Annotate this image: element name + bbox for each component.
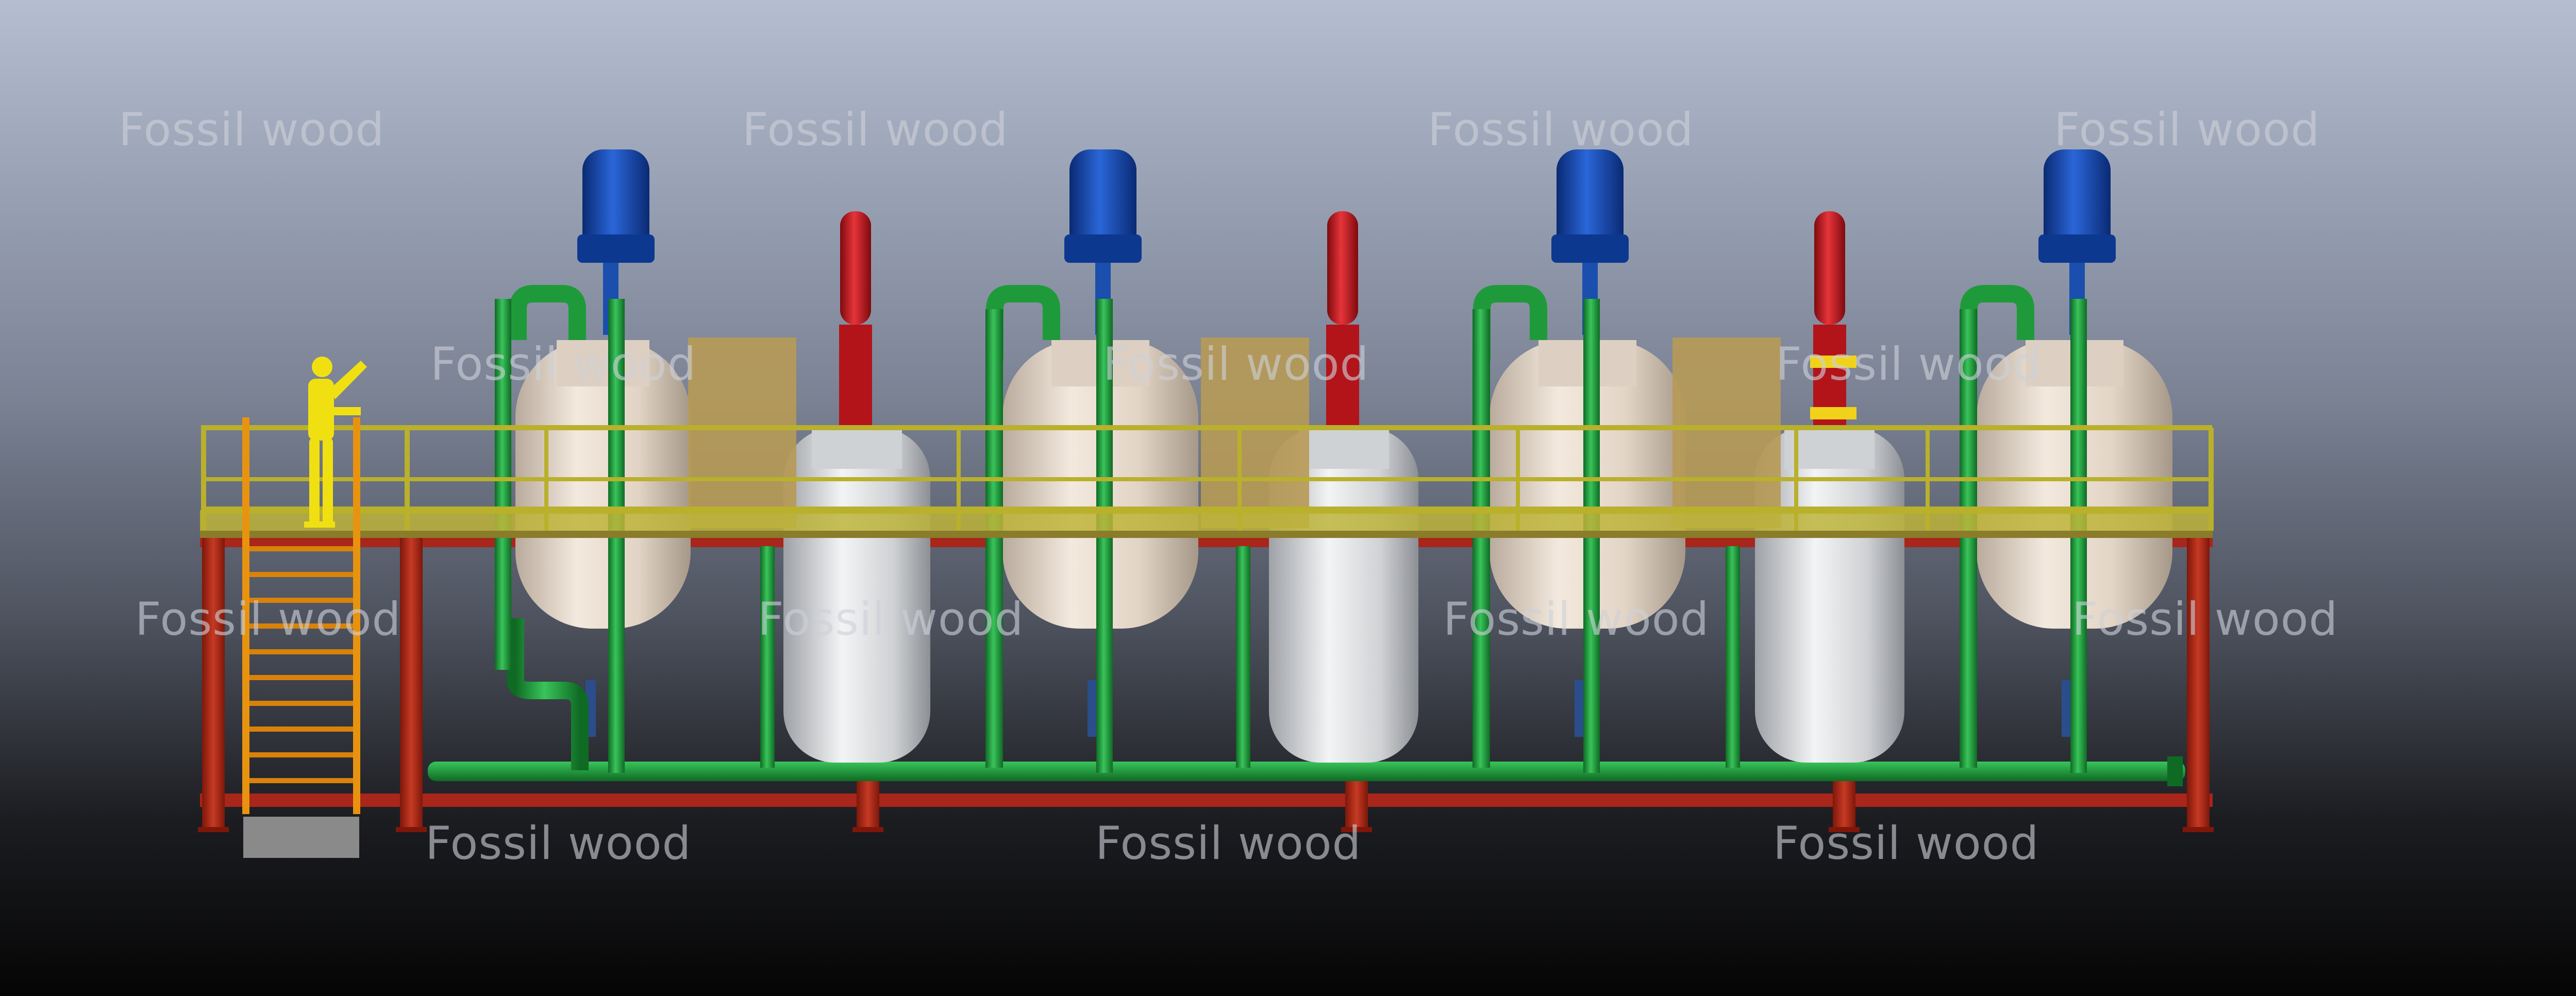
panel-1: [688, 337, 796, 528]
watermark: Fossil wood: [758, 593, 1024, 646]
worker-figure: [304, 357, 367, 528]
pipe-headers: [428, 756, 2185, 786]
watermark: Fossil wood: [1776, 337, 2042, 391]
watermark: Fossil wood: [1428, 103, 1694, 156]
panel-2: [1201, 337, 1309, 528]
watermark: Fossil wood: [1095, 817, 1362, 870]
watermark: Fossil wood: [135, 593, 402, 646]
watermark: Fossil wood: [742, 103, 1009, 156]
watermark: Fossil wood: [1443, 593, 1710, 646]
safety-railing: [201, 425, 2214, 531]
access-ladder: [242, 417, 360, 858]
watermark: Fossil wood: [2054, 103, 2320, 156]
watermark: Fossil wood: [430, 337, 697, 391]
reactor-unit-1: [495, 149, 691, 773]
platform-deck: [200, 510, 2213, 538]
reactor-unit-3: [1473, 149, 1685, 773]
reactor-unit-4: [1960, 149, 2172, 773]
reactor-unit-2: [985, 149, 1198, 773]
watermark: Fossil wood: [1773, 817, 2039, 870]
watermark: Fossil wood: [2072, 593, 2338, 646]
watermark: Fossil wood: [425, 817, 692, 870]
watermark: Fossil wood: [119, 103, 385, 156]
frame-feet: [198, 827, 2214, 832]
watermark: Fossil wood: [1103, 337, 1369, 391]
panel-3: [1672, 337, 1781, 528]
